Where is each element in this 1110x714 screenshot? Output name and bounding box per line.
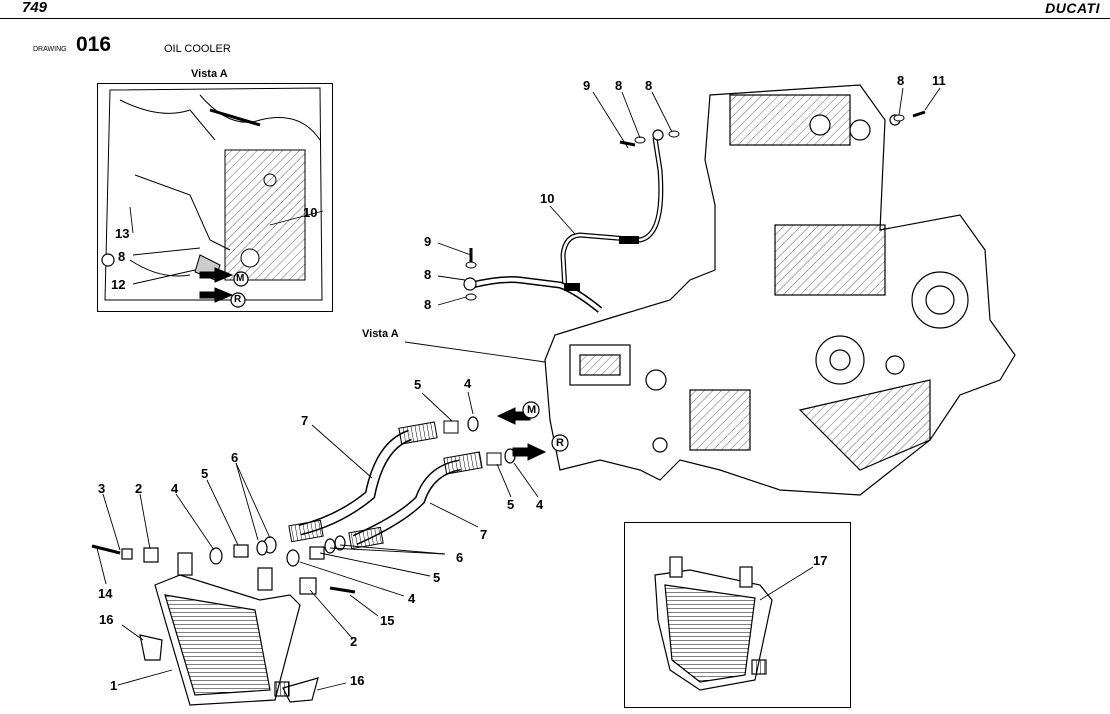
flow-markers <box>101 253 569 452</box>
callout-8: 8 <box>645 78 653 93</box>
marker-m-vista <box>233 271 249 287</box>
leader-lines <box>96 87 941 691</box>
flow-arrows <box>199 267 547 461</box>
marker-r-vista <box>230 292 246 308</box>
vista-a-callout: Vista A <box>362 328 399 340</box>
callout-7: 7 <box>301 413 309 428</box>
callout-12: 12 <box>111 277 126 292</box>
callout-8: 8 <box>897 73 905 88</box>
fittings-left <box>91 535 356 595</box>
callout-17: 17 <box>813 553 828 568</box>
callout-7: 7 <box>480 527 488 542</box>
callout-8: 8 <box>424 267 432 282</box>
marker-r-label: R <box>556 437 564 449</box>
callout-4: 4 <box>171 481 179 496</box>
drawing-label: DRAWING <box>33 46 67 53</box>
model-number: 749 <box>22 0 48 16</box>
oil-cooler <box>139 552 319 706</box>
drawing-number: 016 <box>76 33 112 56</box>
callout-8: 8 <box>118 249 126 264</box>
callout-8: 8 <box>424 297 432 312</box>
callout-16: 16 <box>99 612 114 627</box>
page-header: 749 DUCATI <box>0 0 1110 19</box>
vista-marker-m-label: M <box>236 273 245 284</box>
callout-1: 1 <box>110 678 118 693</box>
callout-13: 13 <box>115 226 130 241</box>
callout-4: 4 <box>536 497 544 512</box>
vista-marker-r-label: R <box>234 294 242 305</box>
callout-10: 10 <box>303 205 318 220</box>
callout-10: 10 <box>540 191 555 206</box>
callout-8: 8 <box>615 78 623 93</box>
drawing-title: OIL COOLER <box>164 43 231 55</box>
callout-5: 5 <box>507 497 515 512</box>
callout-6: 6 <box>456 550 464 565</box>
marker-m-main <box>522 401 540 419</box>
callout-9: 9 <box>424 234 432 249</box>
brand-logo: DUCATI <box>1045 0 1100 16</box>
inset-oil-cooler <box>654 556 773 691</box>
upper-oil-pipe <box>463 110 926 313</box>
callout-14: 14 <box>98 586 113 601</box>
callout-5: 5 <box>433 570 441 585</box>
callout-6: 6 <box>231 450 239 465</box>
cooler-hoses <box>288 416 516 550</box>
vista-a-title: Vista A <box>191 68 228 80</box>
engine-block <box>544 84 1016 496</box>
callout-4: 4 <box>464 376 472 391</box>
callout-2: 2 <box>350 634 358 649</box>
vista-a-engine-sketch <box>104 87 323 301</box>
callout-11: 11 <box>932 73 946 88</box>
callout-4: 4 <box>408 591 416 606</box>
marker-r-main <box>551 434 569 452</box>
callout-3: 3 <box>98 481 106 496</box>
callout-15: 15 <box>380 613 395 628</box>
marker-d-vista <box>101 253 115 267</box>
callout-5: 5 <box>414 377 422 392</box>
callout-16: 16 <box>350 673 365 688</box>
marker-m-label: M <box>527 404 537 416</box>
callout-9: 9 <box>583 78 591 93</box>
callout-2: 2 <box>135 481 143 496</box>
callout-5: 5 <box>201 466 209 481</box>
